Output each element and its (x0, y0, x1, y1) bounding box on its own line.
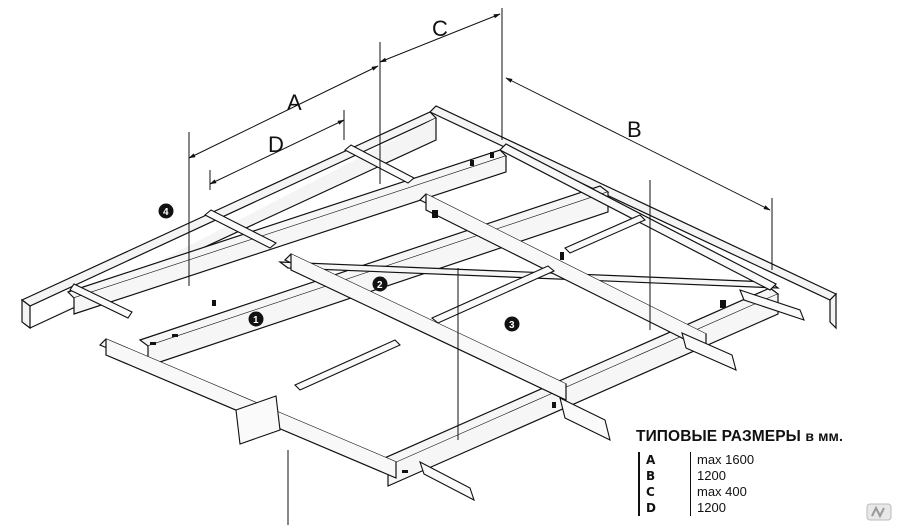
legend-key: D (646, 501, 656, 515)
legend-table: A max 1600 B 1200 C max 400 D 1200 (638, 452, 886, 516)
dimension-lines (188, 8, 773, 270)
part-marker-1: 1 (248, 311, 264, 327)
legend-key: A (646, 453, 656, 467)
perimeter-profile (20, 105, 838, 330)
legend-value: max 400 (690, 484, 747, 500)
legend-unit: в мм. (805, 428, 843, 444)
part-marker-2: 2 (372, 276, 388, 292)
legend-row: B 1200 (640, 468, 886, 484)
svg-text:4: 4 (163, 207, 169, 218)
legend-value: max 1600 (690, 452, 754, 468)
dimension-labels: A D C B (268, 16, 642, 157)
svg-text:1: 1 (253, 315, 259, 326)
slot-details (150, 152, 726, 473)
dimension-label-c: C (432, 16, 448, 41)
short-members (69, 144, 805, 502)
legend-title: ТИПОВЫЕ РАЗМЕРЫ в мм. (636, 428, 886, 446)
legend-key: B (646, 469, 656, 483)
part-markers: 1 2 3 4 (158, 203, 520, 332)
legend-value: 1200 (690, 500, 726, 516)
dimension-label-a: A (287, 90, 302, 115)
svg-text:3: 3 (509, 320, 515, 331)
legend-value: 1200 (690, 468, 726, 484)
legend-row: A max 1600 (640, 452, 886, 468)
dimension-label-b: B (627, 117, 642, 142)
legend-row: D 1200 (640, 500, 886, 516)
legend-title-text: ТИПОВЫЕ РАЗМЕРЫ (636, 428, 801, 445)
svg-text:2: 2 (377, 280, 383, 291)
dimension-label-d: D (268, 132, 284, 157)
typical-dimensions-legend: ТИПОВЫЕ РАЗМЕРЫ в мм. A max 1600 B 1200 … (636, 428, 886, 516)
part-marker-4: 4 (158, 203, 174, 219)
watermark-logo (866, 503, 892, 521)
part-marker-3: 3 (504, 316, 520, 332)
legend-key: C (646, 485, 655, 499)
legend-row: C max 400 (640, 484, 886, 500)
